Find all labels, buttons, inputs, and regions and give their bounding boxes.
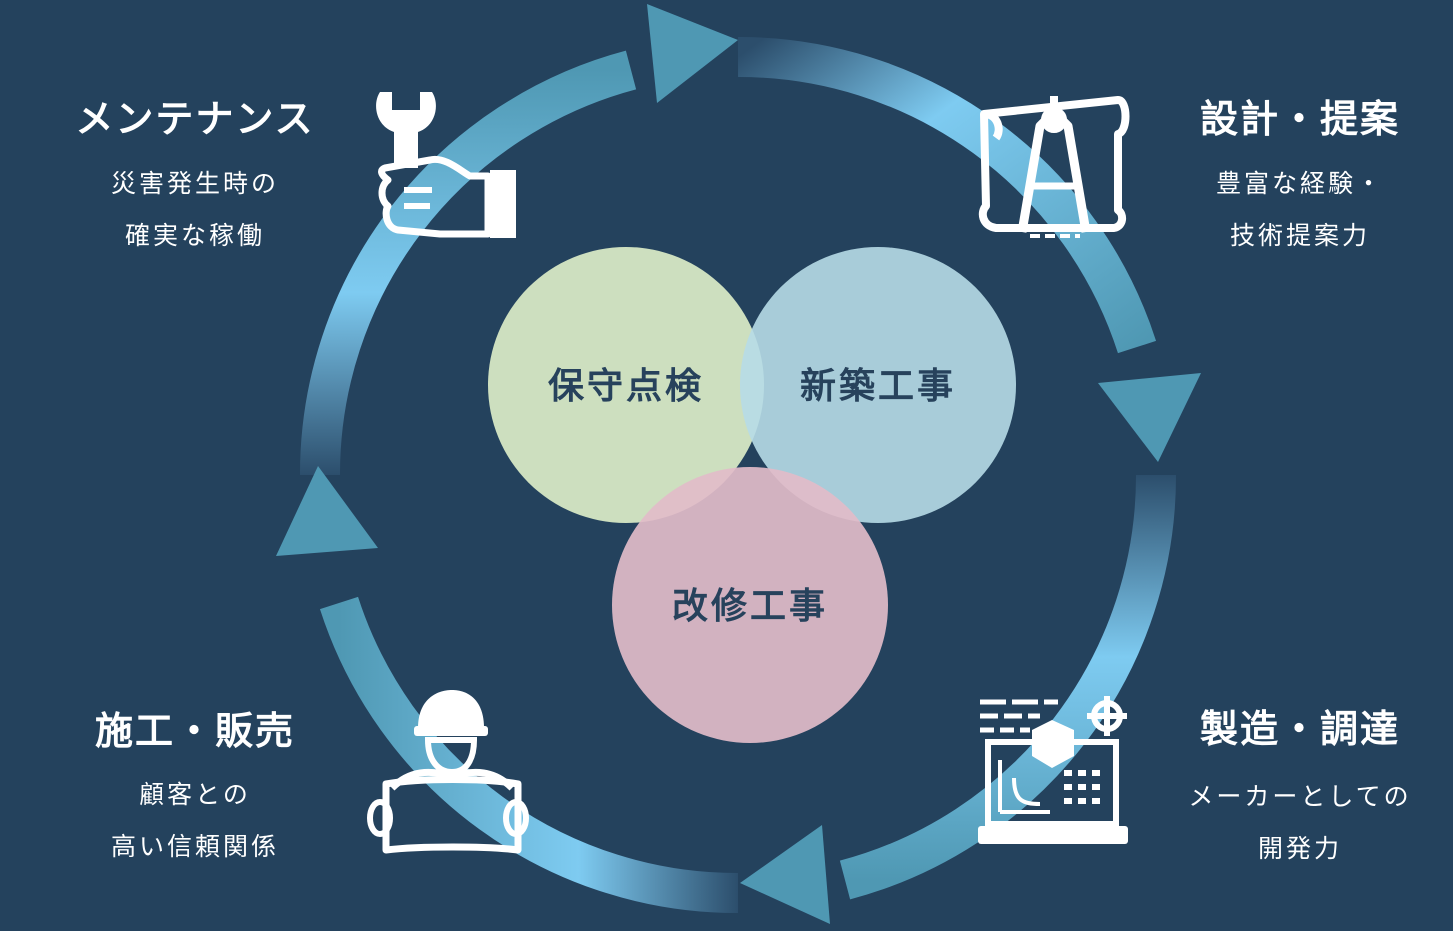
circle-shinchiku (740, 247, 1016, 523)
cycle-arrow-bottom-right (839, 474, 1177, 900)
label-shinchiku: 新築工事 (800, 366, 956, 407)
label-hoshu: 保守点検 (548, 366, 704, 407)
stage-manufacturing-line-2: 開発力 (1257, 834, 1342, 863)
stage-construction-desc: 顧客との 高い信頼関係 (60, 769, 330, 873)
circle-kaishu (612, 467, 888, 743)
stage-manufacturing-title: 製造・調達 (1199, 707, 1400, 751)
stage-maintenance-desc: 災害発生時の 確実な稼働 (60, 158, 330, 262)
circle-hoshu (488, 247, 764, 523)
blueprint-compass-icon (978, 96, 1130, 238)
stage-construction-title: 施工・販売 (94, 709, 295, 753)
stage-design-line-2: 技術提案力 (1229, 221, 1370, 250)
arrowhead-top (647, 4, 738, 103)
arrowhead-right (1098, 373, 1201, 462)
stage-manufacturing-desc: メーカーとしての 開発力 (1170, 771, 1430, 875)
arrowhead-left (276, 466, 378, 556)
stage-maintenance-line-2: 確実な稼働 (124, 221, 265, 250)
stage-maintenance-line-1: 災害発生時の (110, 169, 279, 198)
cycle-arrow-top-left (299, 50, 637, 476)
stage-design-title: 設計・提案 (1199, 97, 1400, 141)
label-kaishu: 改修工事 (672, 586, 828, 627)
worker-plan-icon (367, 690, 529, 854)
arrowhead-bottom (740, 825, 830, 924)
cycle-arrow-bottom-left (319, 596, 739, 914)
stage-maintenance-title: メンテナンス (75, 97, 315, 141)
stage-design-line-1: 豊富な経験・ (1215, 169, 1384, 198)
stage-construction-line-2: 高い信頼関係 (110, 832, 279, 861)
laptop-cad-icon (978, 696, 1128, 844)
stage-construction-line-1: 顧客との (139, 780, 251, 809)
wrench-hand-icon (376, 92, 516, 238)
stage-manufacturing-line-1: メーカーとしての (1188, 782, 1412, 811)
stage-design-desc: 豊富な経験・ 技術提案力 (1170, 158, 1430, 262)
